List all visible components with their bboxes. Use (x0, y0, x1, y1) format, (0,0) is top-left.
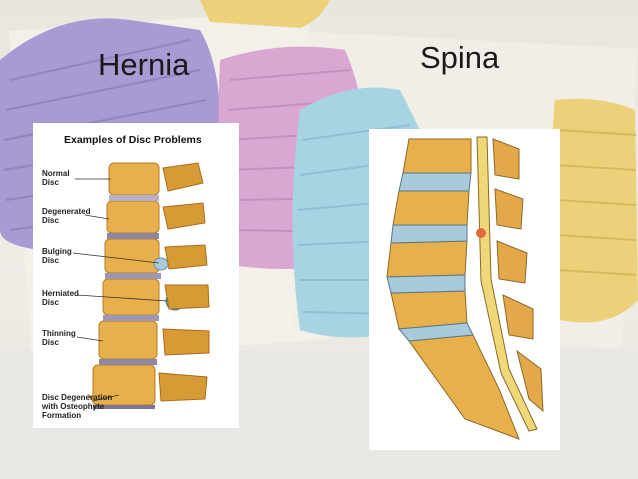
bulging-disc-mark (153, 257, 169, 271)
label-line: Disc (42, 256, 59, 265)
spina-illustration (369, 129, 560, 450)
intervertebral-discs (93, 195, 161, 409)
lumbar-sagittal-section (386, 136, 544, 440)
label-thinning-disc: Thinning Disc (42, 329, 128, 347)
label-line: Bulging (42, 247, 72, 256)
spinous-processes (158, 162, 210, 402)
osteophyte-mark (87, 393, 95, 403)
label-herniated-disc: Herniated Disc (42, 289, 128, 307)
vertebral-bodies (92, 162, 160, 406)
spinal-cord (476, 136, 538, 432)
label-line: Disc (42, 338, 59, 347)
label-bulging-disc: Bulging Disc (42, 247, 128, 265)
label-disc-degeneration-osteophyte: Disc Degeneration with Osteophyte Format… (42, 393, 128, 420)
label-line: Degenerated (42, 207, 91, 216)
spina-heading: Spina (420, 40, 500, 75)
label-line: Disc (42, 298, 59, 307)
spine-side-view (72, 162, 210, 409)
label-line: Formation (42, 411, 82, 420)
label-line: Disc Degeneration (42, 393, 113, 402)
figure-title: Examples of Disc Problems (64, 134, 202, 146)
label-line: Disc (42, 216, 59, 225)
label-line: Normal (42, 169, 70, 178)
yellow-thread-spool (551, 98, 638, 323)
label-line: Herniated (42, 289, 79, 298)
label-leader-lines (72, 178, 168, 402)
label-line: Thinning (42, 329, 76, 338)
disc-problems-illustration: Examples of Disc Problems Normal Disc De… (33, 123, 239, 428)
yellow-thread-top (200, 0, 330, 28)
intervertebral-discs (386, 172, 474, 342)
label-normal-disc: Normal Disc (42, 169, 128, 187)
label-degenerated-disc: Degenerated Disc (42, 207, 128, 225)
posterior-elements (492, 138, 544, 413)
vertebral-bodies (386, 138, 520, 440)
lesion-mark (476, 228, 486, 238)
hernia-heading: Hernia (98, 47, 190, 82)
label-line: Disc (42, 178, 59, 187)
label-line: with Osteophyte (42, 402, 105, 411)
